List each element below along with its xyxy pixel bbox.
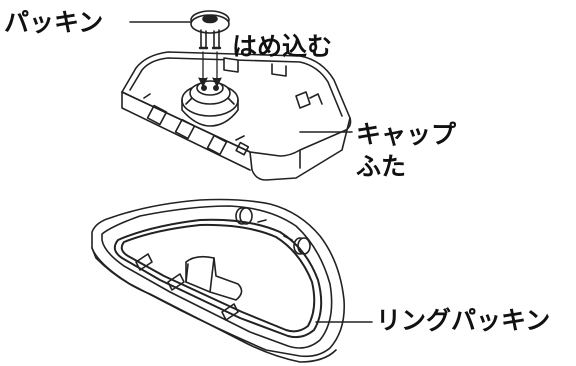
case-body xyxy=(91,198,346,363)
label-ring-packing: リングパッキン xyxy=(376,306,551,335)
label-cap-line2: ふた xyxy=(356,152,407,181)
small-packing xyxy=(190,10,230,50)
label-cap-line1: キャップ xyxy=(356,120,457,149)
cap-lid xyxy=(121,51,352,181)
label-packing: パッキン xyxy=(4,8,104,37)
ring-packing xyxy=(113,218,323,339)
label-insert: はめ込む xyxy=(232,32,333,61)
insert-arrows xyxy=(198,51,222,87)
leader-lines xyxy=(129,21,373,323)
